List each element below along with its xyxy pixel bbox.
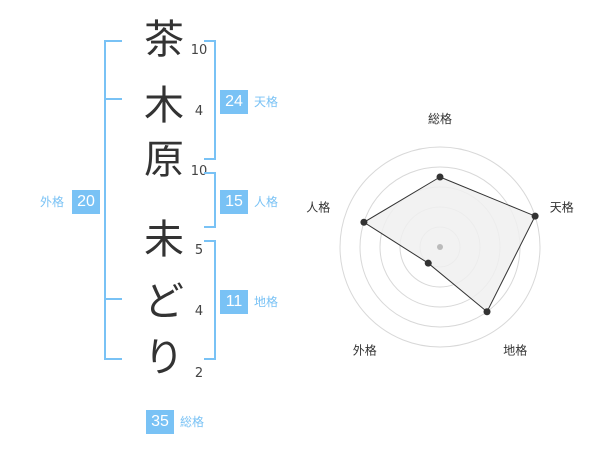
radar-ring <box>339 146 541 348</box>
radar-series-area <box>362 176 536 313</box>
radar-axis-label-3: 外格 <box>353 343 377 358</box>
name-char-1: 茶 <box>144 17 184 63</box>
stroke-count-4: 5 <box>194 243 204 258</box>
gaikaku-label: 外格 <box>40 195 65 209</box>
name-char-5: ど <box>144 279 184 325</box>
tenkaku-score: 24 <box>220 90 248 114</box>
radar-point-3 <box>424 259 432 267</box>
soukaku-label: 総格 <box>180 415 205 429</box>
radar-point-1 <box>531 212 539 220</box>
jinkaku-label: 人格 <box>254 195 279 209</box>
name-char-4: 未 <box>144 217 184 263</box>
radar-point-4 <box>360 218 368 226</box>
jinkaku-score: 15 <box>220 190 248 214</box>
radar-axis-label-0: 総格 <box>428 111 452 126</box>
radar-point-2 <box>483 308 491 316</box>
stroke-count-6: 2 <box>194 366 204 381</box>
stroke-count-3: 10 <box>190 164 208 179</box>
chikaku-score: 11 <box>220 290 248 314</box>
gaikaku-score: 20 <box>72 190 100 214</box>
stroke-count-5: 4 <box>194 304 204 319</box>
radar-point-0 <box>436 173 444 181</box>
stroke-count-2: 4 <box>194 104 204 119</box>
stroke-count-1: 10 <box>190 43 208 58</box>
chikaku-label: 地格 <box>254 295 279 309</box>
radar-axis-label-1: 天格 <box>550 199 574 214</box>
name-char-2: 木 <box>144 83 184 129</box>
name-char-6: り <box>144 335 184 381</box>
radar-axis-label-4: 人格 <box>306 199 330 214</box>
soukaku-score: 35 <box>146 410 174 434</box>
radar-center <box>437 244 443 250</box>
radar-axis-label-2: 地格 <box>503 343 527 358</box>
name-char-3: 原 <box>144 137 184 183</box>
tenkaku-label: 天格 <box>254 95 279 109</box>
